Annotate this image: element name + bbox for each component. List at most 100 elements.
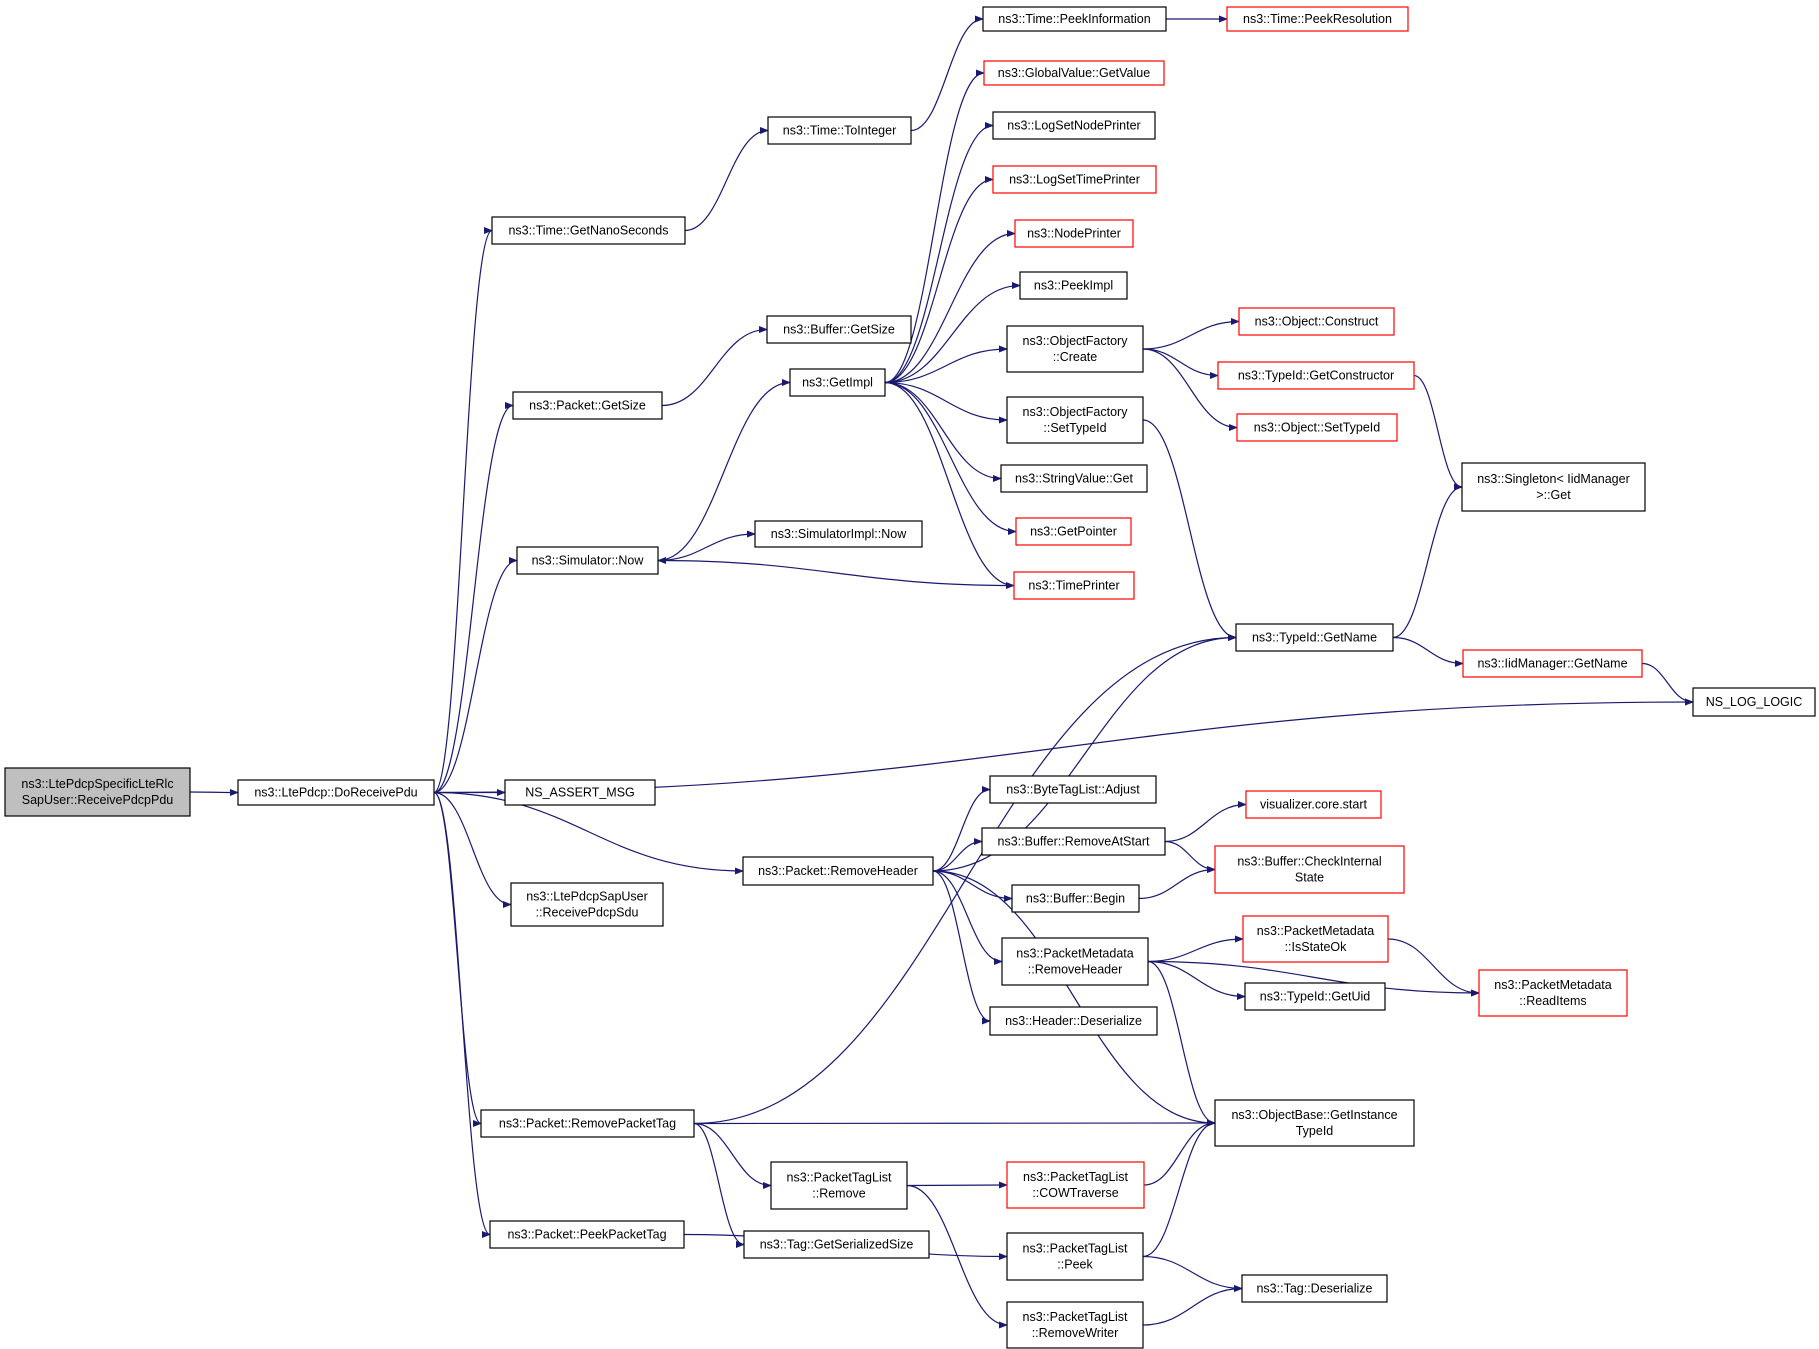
edge-doReceivePdu-to-packetGetSize	[433, 401, 514, 794]
node-pmRemoveHeader[interactable]: ns3::PacketMetadata::RemoveHeader	[1001, 937, 1149, 986]
node-box	[767, 116, 912, 145]
node-label: ns3::TimePrinter	[1028, 579, 1119, 593]
node-bufferRemoveAtStart[interactable]: ns3::Buffer::RemoveAtStart	[981, 827, 1166, 856]
node-box	[491, 216, 686, 245]
node-nsAssertMsg[interactable]: NS_ASSERT_MSG	[504, 779, 656, 806]
node-label: ns3::LtePdcpSpecificLteRlc	[21, 777, 173, 791]
node-ltePdcpSapUser[interactable]: ns3::LtePdcpSapUser::ReceivePdcpSdu	[510, 882, 664, 927]
node-simImplNow[interactable]: ns3::SimulatorImpl::Now	[754, 520, 923, 548]
node-box	[1006, 396, 1144, 444]
node-logSetTimePrinter[interactable]: ns3::LogSetTimePrinter	[992, 165, 1157, 194]
nodes-layer: ns3::LtePdcpSpecificLteRlcSapUser::Recei…	[4, 6, 1816, 1349]
node-label: ns3::Time::PeekResolution	[1243, 12, 1392, 26]
node-label: ns3::GetImpl	[802, 376, 873, 390]
node-label: visualizer.core.start	[1260, 798, 1368, 812]
node-label: ns3::Buffer::GetSize	[783, 323, 895, 337]
node-label: ns3::Object::Construct	[1255, 315, 1379, 329]
node-tagDeserialize[interactable]: ns3::Tag::Deserialize	[1241, 1274, 1388, 1303]
node-ptlCowTraverse[interactable]: ns3::PacketTagList::COWTraverse	[1006, 1161, 1145, 1209]
node-nodePrinter[interactable]: ns3::NodePrinter	[1014, 219, 1134, 248]
node-ofSetTypeId[interactable]: ns3::ObjectFactory::SetTypeId	[1006, 396, 1144, 444]
node-globalGetValue[interactable]: ns3::GlobalValue::GetValue	[983, 60, 1165, 86]
node-label: ns3::PacketTagList	[787, 1171, 892, 1185]
node-box	[1014, 219, 1134, 248]
node-label: ns3::Time::GetNanoSeconds	[508, 224, 668, 238]
edge-ptlRemove-to-ptlCowTraverse	[906, 1181, 1008, 1189]
node-label: ::Create	[1053, 350, 1098, 364]
node-bufferGetSize[interactable]: ns3::Buffer::GetSize	[766, 315, 912, 344]
node-ptlPeek[interactable]: ns3::PacketTagList::Peek	[1006, 1232, 1144, 1281]
node-headerDeserialize[interactable]: ns3::Header::Deserialize	[989, 1006, 1158, 1036]
node-root[interactable]: ns3::LtePdcpSpecificLteRlcSapUser::Recei…	[4, 767, 191, 817]
node-typeIdGetUid[interactable]: ns3::TypeId::GetUid	[1244, 982, 1386, 1011]
node-getPointer[interactable]: ns3::GetPointer	[1015, 517, 1132, 546]
edge-toInteger-to-peekInformation	[910, 15, 984, 132]
edge-packetRemovePacketTag-to-objBaseGetInstance	[693, 1119, 1216, 1127]
node-typeIdGetName[interactable]: ns3::TypeId::GetName	[1235, 623, 1394, 652]
node-objConstruct[interactable]: ns3::Object::Construct	[1238, 307, 1395, 336]
node-peekInformation[interactable]: ns3::Time::PeekInformation	[982, 6, 1167, 32]
node-packetGetSize[interactable]: ns3::Packet::GetSize	[512, 391, 663, 420]
node-box	[504, 779, 656, 806]
node-ofCreate[interactable]: ns3::ObjectFactory::Create	[1006, 325, 1144, 373]
node-label: ::SetTypeId	[1043, 421, 1106, 435]
node-packetPeekPacketTag[interactable]: ns3::Packet::PeekPacketTag	[489, 1220, 685, 1249]
node-logSetNodePrinter[interactable]: ns3::LogSetNodePrinter	[992, 111, 1156, 140]
node-peekResolution[interactable]: ns3::Time::PeekResolution	[1226, 6, 1409, 32]
node-bufferBegin[interactable]: ns3::Buffer::Begin	[1011, 884, 1140, 913]
edge-packetRemoveHeader-to-byteTagAdjust	[932, 785, 991, 872]
node-pmReadItems[interactable]: ns3::PacketMetadata::ReadItems	[1478, 969, 1628, 1017]
node-iidGetName[interactable]: ns3::IidManager::GetName	[1462, 649, 1643, 678]
edge-packetRemoveHeader-to-objBaseGetInstance	[932, 870, 1216, 1127]
edge-typeIdGetName-to-singletonGet	[1392, 483, 1463, 639]
node-peekImpl[interactable]: ns3::PeekImpl	[1019, 271, 1128, 300]
node-objSetTypeId[interactable]: ns3::Object::SetTypeId	[1236, 413, 1398, 442]
node-vizStart[interactable]: visualizer.core.start	[1245, 790, 1382, 819]
node-timePrinter[interactable]: ns3::TimePrinter	[1013, 571, 1135, 600]
node-box	[989, 775, 1157, 804]
node-label: ::ReceivePdcpSdu	[536, 906, 639, 920]
node-box	[1217, 361, 1415, 390]
node-nsLogLogic[interactable]: NS_LOG_LOGIC	[1692, 687, 1816, 717]
node-box	[480, 1109, 695, 1138]
node-ptlRemoveWriter[interactable]: ns3::PacketTagList::RemoveWriter	[1006, 1301, 1144, 1349]
node-byteTagAdjust[interactable]: ns3::ByteTagList::Adjust	[989, 775, 1157, 804]
node-box	[981, 827, 1166, 856]
node-doReceivePdu[interactable]: ns3::LtePdcp::DoReceivePdu	[237, 779, 435, 806]
edge-simulatorNow-to-simImplNow	[657, 530, 756, 562]
node-getImpl[interactable]: ns3::GetImpl	[789, 368, 886, 397]
node-label: ns3::Time::ToInteger	[783, 124, 896, 138]
node-label: ::RemoveHeader	[1028, 963, 1123, 977]
edge-getImpl-to-logSetNodePrinter	[884, 121, 994, 384]
node-packetRemovePacketTag[interactable]: ns3::Packet::RemovePacketTag	[480, 1109, 695, 1138]
node-label: ns3::ObjectFactory	[1023, 334, 1129, 348]
node-label: ns3::LtePdcpSapUser	[526, 890, 648, 904]
node-label: ns3::PacketMetadata	[1494, 978, 1611, 992]
edge-pmRemoveHeader-to-typeIdGetUid	[1147, 960, 1246, 1001]
node-typeIdGetConstructor[interactable]: ns3::TypeId::GetConstructor	[1217, 361, 1415, 390]
node-label: ns3::ObjectFactory	[1023, 405, 1129, 419]
node-tagGetSerializedSize[interactable]: ns3::Tag::GetSerializedSize	[743, 1230, 930, 1259]
node-toInteger[interactable]: ns3::Time::ToInteger	[767, 116, 912, 145]
node-box	[1236, 413, 1398, 442]
node-label: NS_ASSERT_MSG	[525, 786, 635, 800]
node-label: ns3::NodePrinter	[1027, 227, 1121, 241]
node-label: ::ReadItems	[1519, 994, 1586, 1008]
node-stringValueGet[interactable]: ns3::StringValue::Get	[1000, 464, 1148, 493]
node-box	[1006, 325, 1144, 373]
node-pmIsStateOk[interactable]: ns3::PacketMetadata::IsStateOk	[1242, 915, 1389, 963]
node-packetRemoveHeader[interactable]: ns3::Packet::RemoveHeader	[742, 856, 934, 886]
edge-packetRemovePacketTag-to-ptlRemove	[693, 1122, 772, 1190]
edge-simulatorNow-to-getImpl	[657, 378, 791, 562]
node-label: ns3::Header::Deserialize	[1005, 1014, 1142, 1028]
node-box	[1242, 915, 1389, 963]
node-label: ns3::Tag::GetSerializedSize	[760, 1238, 914, 1252]
node-simulatorNow[interactable]: ns3::Simulator::Now	[516, 546, 659, 575]
edge-getImpl-to-peekImpl	[884, 281, 1021, 384]
node-getNanoSeconds[interactable]: ns3::Time::GetNanoSeconds	[491, 216, 686, 245]
node-box	[1235, 623, 1394, 652]
node-ptlRemove[interactable]: ns3::PacketTagList::Remove	[770, 1161, 908, 1210]
node-singletonGet[interactable]: ns3::Singleton< IidManager>::Get	[1461, 462, 1646, 512]
